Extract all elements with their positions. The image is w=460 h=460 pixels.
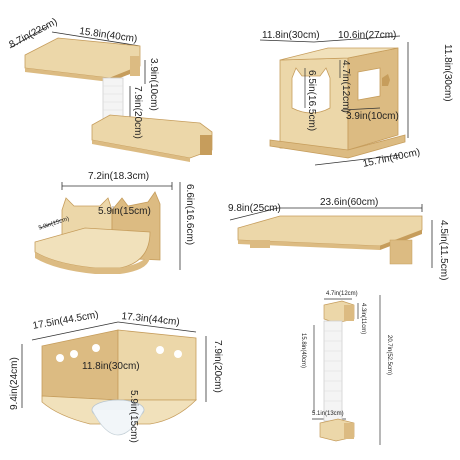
corner-shelf-drawing <box>34 182 181 274</box>
bowl-corner-drawing <box>21 321 207 436</box>
scratch-post-panel: 4.7in(12cm) 4.3in(11cm) 15.8in(40cm) 20.… <box>280 285 460 460</box>
dim-label: 3.9in(10cm) <box>148 58 159 111</box>
dim-label: 11.8in(30cm) <box>82 361 140 372</box>
dim-label: 11.8in(30cm) <box>262 30 320 41</box>
dim-label: 3.9in(10cm) <box>346 111 399 122</box>
dim-label: 4.3in(11cm) <box>360 303 366 335</box>
dim-label: 5.9in(15cm) <box>98 206 151 217</box>
wall-step-platform-panel: 8.7in(22cm) 15.8in(40cm) 3.9in(10cm) 7.9… <box>0 0 230 170</box>
dim-label: 4.7in(12cm) <box>340 60 351 113</box>
dim-label: 6.5in(16.5cm) <box>306 70 317 132</box>
dim-label: 20.7in(52.5cm) <box>386 335 392 376</box>
dim-label: 7.2in(18.3cm) <box>88 171 150 182</box>
cube-house-drawing <box>259 35 409 166</box>
dim-label: 5.1in(13cm) <box>312 411 344 417</box>
dim-label: 4.7in(12cm) <box>326 291 358 297</box>
dim-label: 15.8in(40cm) <box>300 333 306 369</box>
dim-label: 4.5in(11.5cm) <box>438 220 449 281</box>
dim-label: 5.9in(15cm) <box>128 390 139 443</box>
corner-shelf-panel: 7.2in(18.3cm) 5.9in(15cm) 5.9in(15cm) 6.… <box>0 170 200 280</box>
dim-label: 9.4in(24cm) <box>9 357 20 410</box>
long-shelf-drawing <box>229 204 433 268</box>
scratch-post-drawing <box>312 295 381 445</box>
long-shelf-panel: 9.8in(25cm) 23.6in(60cm) 4.5in(11.5cm) <box>210 190 460 281</box>
dim-label: 11.8in(30cm) <box>442 44 453 102</box>
dim-label: 7.9in(20cm) <box>132 86 143 139</box>
dim-label: 23.6in(60cm) <box>320 197 379 208</box>
cube-house-panel: 11.8in(30cm) 10.6in(27cm) 4.7in(12cm) 6.… <box>230 0 460 175</box>
wall-step-platform-drawing <box>9 25 213 162</box>
dim-label: 7.9in(20cm) <box>212 340 223 393</box>
dim-label: 9.8in(25cm) <box>228 203 281 214</box>
dim-label: 6.6in(16.6cm) <box>184 184 195 246</box>
bowl-corner-panel: 17.5in(44.5cm) 17.3in(44cm) 9.4in(24cm) … <box>0 300 230 460</box>
dim-label: 10.6in(27cm) <box>338 30 397 41</box>
